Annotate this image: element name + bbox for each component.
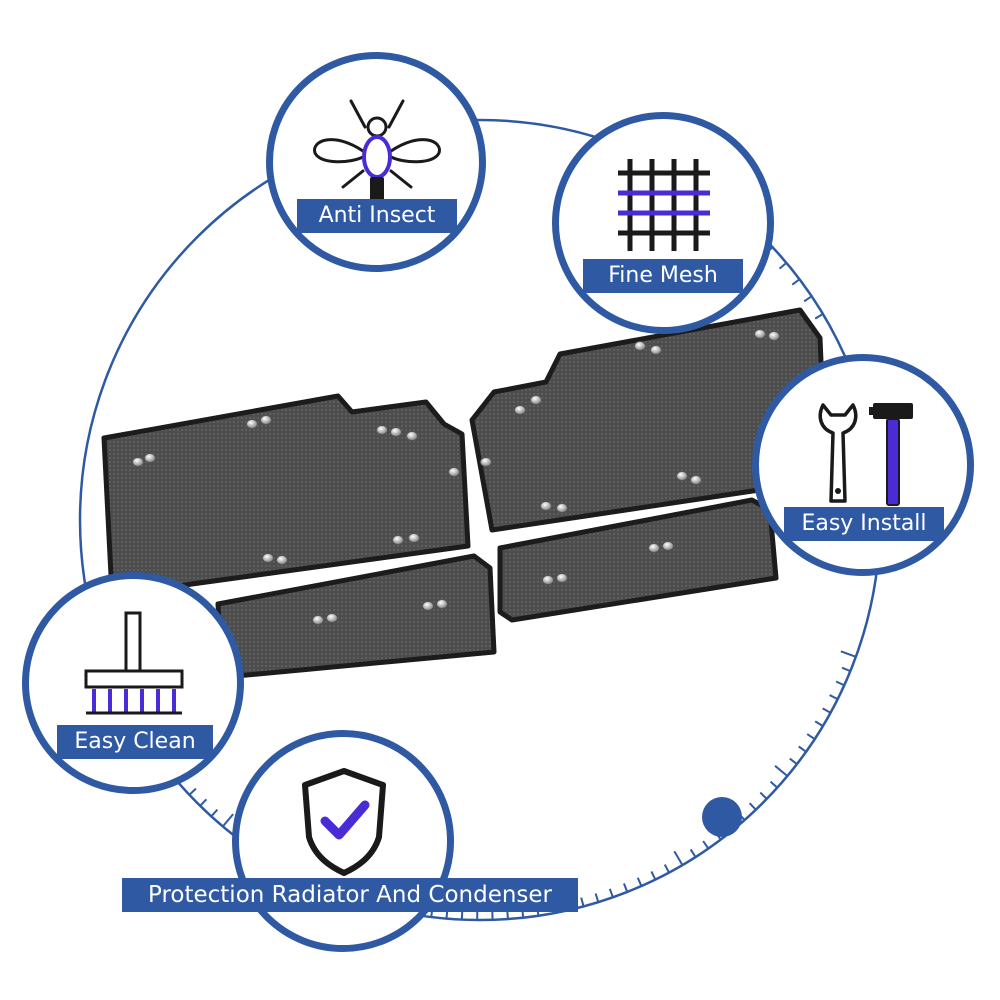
- mounting-clip: [276, 555, 288, 565]
- badge-easy-install: Easy Install: [752, 354, 974, 576]
- mounting-clip: [556, 573, 568, 583]
- dial-tick: [789, 757, 798, 765]
- mesh-panel-bottom-right: [497, 497, 779, 623]
- mounting-clip: [144, 453, 156, 463]
- dial-tick: [829, 694, 839, 700]
- mounting-clips: [132, 329, 780, 625]
- dial-tick: [822, 707, 832, 714]
- dial-knob: [702, 797, 742, 837]
- mesh-panel-top-right: [469, 307, 829, 533]
- dial-tick: [636, 877, 643, 887]
- mounting-clip: [262, 553, 274, 563]
- mounting-clip: [754, 329, 766, 339]
- label-anti-insect: Anti Insect: [297, 199, 457, 233]
- mounting-clip: [540, 501, 552, 511]
- badge-fine-mesh: Fine Mesh: [552, 112, 774, 334]
- mounting-clip: [480, 457, 492, 467]
- mounting-clip: [448, 467, 460, 477]
- dial-tick: [608, 888, 614, 898]
- dial-tick: [759, 791, 768, 800]
- dial-tick: [748, 802, 757, 811]
- wrench-hammer-icon: [818, 403, 913, 506]
- dial-tick: [580, 897, 585, 907]
- mounting-clip: [132, 457, 144, 467]
- dial-tick: [841, 666, 851, 673]
- insect-icon: [313, 99, 441, 211]
- dial-tick: [673, 850, 684, 866]
- mounting-clip: [260, 415, 272, 425]
- mounting-clip: [436, 599, 448, 609]
- brush-icon: [84, 611, 184, 715]
- mounting-clip: [326, 613, 338, 623]
- mounting-clip: [556, 503, 568, 513]
- label-easy-clean: Easy Clean: [57, 725, 213, 759]
- dial-tick: [814, 720, 824, 727]
- dial-tick: [689, 848, 697, 858]
- badge-anti-insect: Anti Insect: [266, 52, 486, 272]
- dial-tick: [803, 295, 813, 303]
- mounting-clip: [530, 395, 542, 405]
- mounting-clip: [390, 427, 402, 437]
- dial-tick: [769, 780, 778, 789]
- mounting-clip: [392, 535, 404, 545]
- mounting-clip: [312, 615, 324, 625]
- dial-tick: [774, 765, 788, 777]
- mounting-clip: [376, 425, 388, 435]
- dial-tick: [199, 798, 208, 807]
- badge-protection: [232, 730, 454, 952]
- label-easy-install: Easy Install: [784, 507, 944, 541]
- mesh-grid-icon: [618, 159, 710, 251]
- label-fine-mesh: Fine Mesh: [583, 259, 743, 293]
- dial-tick: [702, 840, 710, 850]
- badge-easy-clean: Easy Clean: [22, 572, 244, 794]
- mounting-clip: [648, 543, 660, 553]
- mounting-clip: [542, 575, 554, 585]
- dial-tick: [650, 870, 657, 880]
- dial-tick: [798, 745, 807, 753]
- dial-tick: [835, 680, 845, 687]
- dial-tick: [188, 787, 197, 796]
- dial-tick: [623, 883, 629, 893]
- dial-tick: [222, 813, 234, 828]
- label-protection: Protection Radiator And Condenser: [122, 878, 578, 912]
- mounting-clip: [768, 331, 780, 341]
- mounting-clip: [650, 345, 662, 355]
- dial-tick: [210, 808, 219, 817]
- dial-tick: [594, 893, 600, 903]
- mounting-clip: [676, 471, 688, 481]
- dial-tick: [806, 733, 816, 740]
- mounting-clip: [422, 601, 434, 611]
- dial-tick: [663, 864, 670, 873]
- dial-tick: [814, 313, 824, 320]
- mounting-clip: [408, 533, 420, 543]
- shield-check-icon: [302, 768, 386, 876]
- dial-tick: [840, 650, 857, 658]
- dial-tick: [791, 278, 801, 286]
- mounting-clip: [634, 341, 646, 351]
- mounting-clip: [690, 475, 702, 485]
- mounting-clip: [662, 541, 674, 551]
- mounting-clip: [514, 405, 526, 415]
- dial-tick: [778, 262, 788, 270]
- mesh-panels: [101, 307, 829, 679]
- mounting-clip: [406, 431, 418, 441]
- mesh-panel-top-left: [101, 393, 471, 598]
- mounting-clip: [246, 419, 258, 429]
